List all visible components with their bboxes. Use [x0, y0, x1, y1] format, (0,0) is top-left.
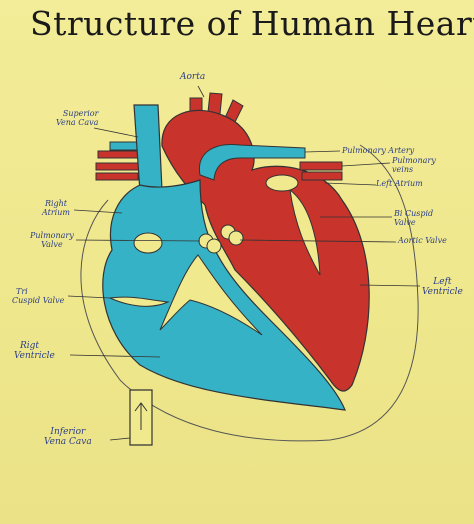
label-line: veins: [392, 164, 414, 174]
label-right-atrium: Right Atrium: [42, 199, 70, 218]
label-bicuspid-valve: Bi Cuspid Valve: [394, 209, 434, 228]
pulmonary-vein-left-1: [97, 150, 139, 159]
pulmonary-vein-upper: [299, 161, 343, 171]
label-left-ventricle: Left Ventricle: [422, 277, 463, 298]
label-line: Superior: [62, 109, 99, 118]
label-line: Bi Cuspid: [394, 209, 434, 218]
label-line: Ventricle: [422, 286, 463, 297]
label-line: Inferior: [50, 427, 86, 437]
pulmonary-artery: [198, 143, 306, 181]
label-line: Pulmonary: [30, 231, 74, 240]
label-right-ventricle: Rigt Ventricle: [14, 341, 55, 362]
label-superior-vena-cava: Superior Vena Cava: [56, 109, 99, 128]
label-line: Valve: [41, 239, 63, 249]
label-tricuspid-valve: Tri Cuspid Valve: [12, 287, 65, 306]
pulmonary-valve-right: [206, 238, 222, 254]
label-left-atrium: Left Atrium: [376, 179, 423, 188]
label-line: Cuspid Valve: [12, 295, 65, 305]
label-pulmonary-artery: Pulmonary Artery: [342, 146, 415, 155]
label-line: Rigt: [20, 341, 40, 351]
leader-lines: [67, 85, 421, 441]
label-line: Atrium: [42, 207, 70, 217]
label-aortic-valve: Aortic Valve: [398, 236, 447, 245]
pericardium-outline: [80, 144, 419, 442]
label-line: Pulmonary: [392, 156, 436, 165]
bicuspid-leaflet: [289, 188, 321, 276]
label-pulmonary-veins: Pulmonary veins: [392, 156, 436, 175]
pulmonary-artery-left-branch: [109, 141, 139, 151]
pulmonary-vein-left-2: [95, 162, 141, 171]
pulmonary-vein-left-3: [95, 172, 139, 181]
left-atrium-opening: [265, 174, 299, 192]
label-line: Left: [433, 277, 452, 287]
aortic-valve-right: [228, 230, 244, 246]
page-title: Structure of Human Heart: [30, 4, 474, 43]
label-inferior-vena-cava: Inferior Vena Cava: [44, 427, 92, 448]
septum: [159, 254, 263, 336]
label-pulmonary-valve: Pulmonary Valve: [30, 231, 74, 250]
flow-arrow-up-icon: [134, 402, 148, 430]
label-line: Vena Cava: [44, 436, 92, 447]
label-aorta: Aorta: [180, 72, 206, 82]
label-line: Ventricle: [14, 350, 55, 361]
tricuspid-leaflet: [108, 296, 170, 307]
label-line: Tri: [16, 287, 28, 296]
label-line: Vena Cava: [56, 117, 99, 127]
label-line: Valve: [394, 217, 416, 227]
right-atrium-opening: [133, 232, 163, 254]
pulmonary-vein-lower: [301, 171, 343, 181]
label-line: Right: [44, 199, 68, 208]
